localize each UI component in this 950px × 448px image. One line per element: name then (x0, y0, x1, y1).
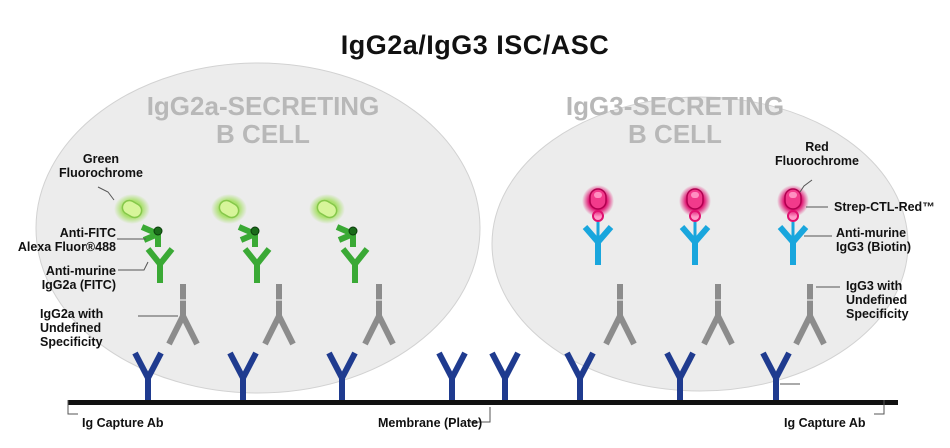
igg2a-undefined-label: IgG2a with Undefined Specificity (40, 307, 140, 349)
green-fluorochrome-label: Green Fluorochrome (56, 152, 146, 180)
blue-detection-antibody-2 (679, 185, 711, 265)
green-fluorochrome-label-line1: Green (82, 152, 120, 166)
ig-capture-ab-right-label: Ig Capture Ab (784, 416, 866, 430)
igg-undefined-antibody-5 (701, 284, 735, 346)
igg-undefined-antibody-4 (603, 284, 637, 346)
igg2a-undefined-label-line2: Undefined (40, 321, 102, 335)
capture-antibody-7 (664, 351, 696, 400)
left-cell-title-line2: B CELL (216, 119, 310, 149)
left-cell-title-line1: IgG2a-SECRETING (146, 91, 380, 121)
green-fluorochrome-label-line2: Fluorochrome (58, 166, 144, 180)
igg-undefined-antibody-6 (793, 284, 827, 346)
ig-capture-ab-left-label: Ig Capture Ab (82, 416, 164, 430)
right-b-cell (491, 96, 909, 392)
capture-antibody-2 (227, 351, 259, 400)
igg3-undefined-label-line1: IgG3 with (846, 279, 903, 293)
diagram-title: IgG2a/IgG3 ISC/ASC (340, 30, 610, 60)
blue-detection-antibody-1 (582, 185, 614, 265)
membrane-plate-label: Membrane (Plate) (378, 416, 483, 430)
anti-murine-igg2a-antibodies (114, 194, 370, 283)
igg-undefined-antibodies (166, 284, 827, 346)
anti-murine-igg2a-label-line1: Anti-murine (45, 264, 116, 278)
green-detection-antibody-1 (114, 194, 175, 283)
leader-lines (67, 179, 885, 423)
right-cell-title-line2: B CELL (628, 119, 722, 149)
green-detection-antibody-2 (211, 194, 272, 283)
anti-murine-igg3-label-line1: Anti-murine (836, 226, 907, 240)
anti-murine-igg3-label: Anti-murine IgG3 (Biotin) (836, 226, 911, 254)
anti-fitc-label: Anti-FITC Alexa Fluor®488 (10, 226, 116, 254)
anti-fitc-label-line1: Anti-FITC (59, 226, 116, 240)
igg2a-undefined-label-line1: IgG2a with (40, 307, 104, 321)
igg-undefined-antibody-3 (362, 284, 396, 346)
anti-murine-igg2a-label-line2: IgG2a (FITC) (41, 278, 116, 292)
red-fluorochrome-label-line1: Red (805, 140, 829, 154)
capture-antibody-4 (436, 351, 468, 400)
green-detection-antibody-3 (309, 194, 370, 283)
left-cell-title: IgG2a-SECRETING B CELL (118, 92, 408, 148)
anti-murine-igg2a-label: Anti-murine IgG2a (FITC) (10, 264, 116, 292)
anti-murine-igg3-label-line2: IgG3 (Biotin) (836, 240, 911, 254)
red-fluorochrome-label-line2: Fluorochrome (774, 154, 860, 168)
red-fluorochrome-label: Red Fluorochrome (772, 140, 862, 168)
igg3-undefined-label-line3: Specificity (846, 307, 909, 321)
capture-antibodies (132, 351, 792, 400)
capture-antibody-6 (564, 351, 596, 400)
igg2a-undefined-label-line3: Specificity (40, 335, 103, 349)
anti-fitc-label-line2: Alexa Fluor®488 (17, 240, 116, 254)
igg-undefined-antibody-1 (166, 284, 200, 346)
igg3-undefined-label: IgG3 with Undefined Specificity (846, 279, 909, 321)
right-cell-title-line1: IgG3-SECRETING (565, 91, 785, 121)
right-cell-title: IgG3-SECRETING B CELL (540, 92, 810, 148)
anti-murine-igg3-antibodies (582, 185, 809, 265)
capture-antibody-5 (489, 351, 521, 400)
capture-antibody-8 (760, 351, 792, 400)
blue-detection-antibody-3 (777, 185, 809, 265)
igg-undefined-antibody-2 (262, 284, 296, 346)
capture-antibody-3 (326, 351, 358, 400)
igg3-undefined-label-line2: Undefined (846, 293, 908, 307)
membrane-line (68, 400, 898, 405)
strep-ctl-red-label: Strep-CTL-Red™ (834, 200, 935, 214)
capture-antibody-1 (132, 351, 164, 400)
